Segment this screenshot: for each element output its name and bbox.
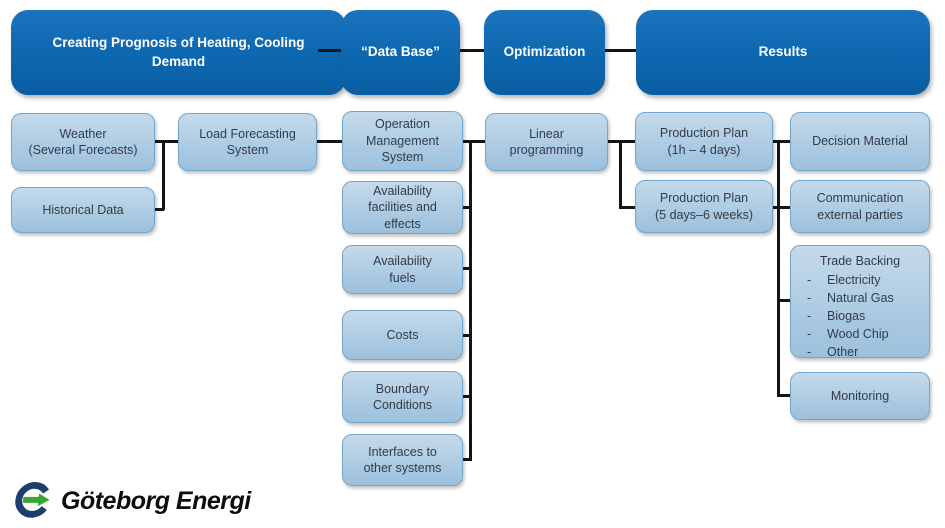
header-results: Results: [636, 10, 930, 95]
node-costs: Costs: [342, 310, 463, 360]
header-optimization: Optimization: [484, 10, 605, 95]
logo-text: Göteborg Energi: [61, 487, 251, 515]
node-trade-backing: Trade Backing -Electricity -Natural Gas -B…: [790, 245, 930, 361]
connector: [463, 140, 485, 143]
node-production-plan-short: Production Plan (1h – 4 days): [635, 112, 773, 171]
trade-backing-item: -Wood Chip: [807, 326, 889, 341]
node-historical-data: Historical Data: [11, 187, 155, 233]
node-operation-management-system: Operation Management System: [342, 111, 463, 171]
connector: [773, 140, 790, 143]
node-availability-fuels: Availability fuels: [342, 245, 463, 294]
node-boundary-conditions: Boundary Conditions: [342, 371, 463, 423]
header-prognosis: Creating Prognosis of Heating, Cooling D…: [11, 10, 346, 95]
connector: [463, 206, 471, 209]
node-linear-programming: Linear programming: [485, 113, 608, 171]
node-production-plan-long: Production Plan (5 days–6 weeks): [635, 180, 773, 233]
connector: [777, 394, 790, 397]
node-monitoring: Monitoring: [790, 372, 930, 420]
trade-backing-item: -Biogas: [807, 308, 866, 323]
connector: [155, 140, 178, 143]
connector: [155, 208, 164, 211]
trade-backing-item: -Electricity: [807, 272, 881, 287]
connector: [463, 458, 471, 461]
node-availability-facilities: Availability facilities and effects: [342, 181, 463, 234]
connector: [317, 140, 342, 143]
trade-backing-title: Trade Backing: [819, 254, 901, 268]
connector: [463, 334, 471, 337]
connector: [777, 299, 790, 302]
connector: [463, 267, 471, 270]
connector: [777, 140, 780, 397]
connector: [460, 49, 484, 52]
connector: [463, 395, 471, 398]
trade-backing-item: -Other: [807, 344, 859, 359]
connector: [318, 49, 341, 52]
header-data-base: “Data Base”: [341, 10, 460, 95]
connector: [619, 206, 635, 209]
trade-backing-item: -Natural Gas: [807, 290, 894, 305]
goteborg-energi-mark-icon: [10, 478, 56, 525]
node-communication-external-parties: Communication external parties: [790, 180, 930, 233]
node-load-forecasting-system: Load Forecasting System: [178, 113, 317, 171]
node-decision-material: Decision Material: [790, 112, 930, 171]
connector: [162, 140, 165, 210]
goteborg-energi-logo: Göteborg Energi: [10, 478, 251, 525]
connector: [773, 206, 790, 209]
node-interfaces-other-systems: Interfaces to other systems: [342, 434, 463, 486]
connector: [605, 49, 636, 52]
connector: [469, 140, 472, 461]
trade-backing-list: -Electricity -Natural Gas -Biogas -Wood Chi…: [797, 271, 923, 361]
connector: [619, 140, 622, 209]
node-weather: Weather (Several Forecasts): [11, 113, 155, 171]
